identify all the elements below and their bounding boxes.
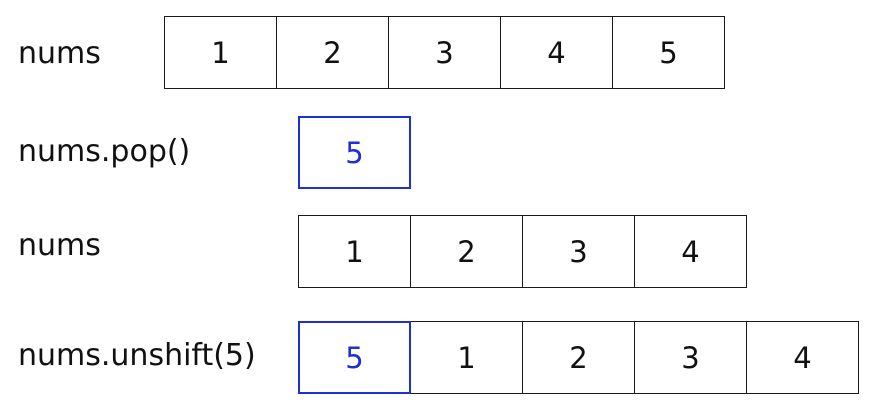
row-label-nums-initial: nums	[18, 36, 101, 71]
array-cell: 1	[164, 16, 277, 89]
array-cell: 3	[388, 16, 501, 89]
array-cell: 2	[276, 16, 389, 89]
array-cell-highlighted: 5	[298, 321, 411, 394]
array-cell: 4	[746, 321, 859, 394]
row-label-pop: nums.pop()	[18, 134, 191, 169]
array-pop-result: 5	[298, 116, 411, 189]
array-nums-after-pop: 1 2 3 4	[298, 215, 747, 288]
array-cell: 4	[634, 215, 747, 288]
array-cell-highlighted: 5	[298, 116, 411, 189]
array-cell: 2	[522, 321, 635, 394]
array-cell: 3	[634, 321, 747, 394]
array-nums-after-unshift: 5 1 2 3 4	[298, 321, 859, 394]
array-cell: 4	[500, 16, 613, 89]
array-cell: 1	[410, 321, 523, 394]
row-label-nums-after-pop: nums	[18, 228, 101, 263]
array-cell: 2	[410, 215, 523, 288]
row-label-unshift: nums.unshift(5)	[18, 338, 256, 373]
array-cell: 1	[298, 215, 411, 288]
array-cell: 3	[522, 215, 635, 288]
array-cell: 5	[612, 16, 725, 89]
array-nums-initial: 1 2 3 4 5	[164, 16, 725, 89]
